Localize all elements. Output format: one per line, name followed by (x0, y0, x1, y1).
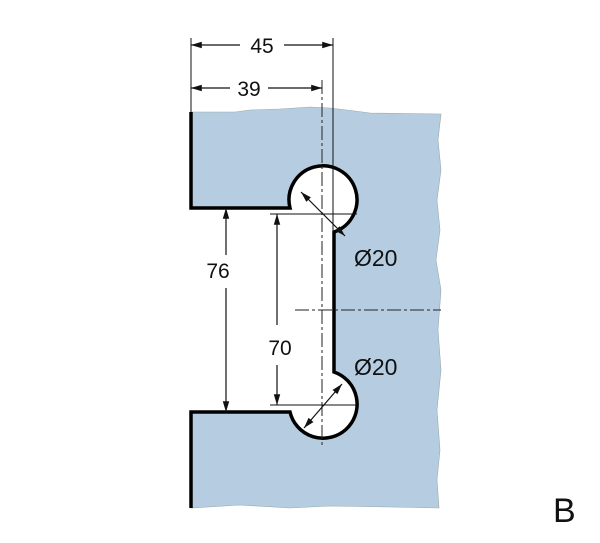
hole-diameter-lower: Ø20 (354, 354, 397, 380)
dimension-39: 39 (237, 78, 260, 101)
view-label: B (553, 492, 576, 530)
dimension-70: 70 (268, 337, 291, 360)
hole-diameter-upper: Ø20 (354, 245, 397, 271)
dimension-76: 76 (206, 260, 229, 283)
dimension-45: 45 (250, 35, 273, 58)
dimension-lines (191, 41, 346, 429)
